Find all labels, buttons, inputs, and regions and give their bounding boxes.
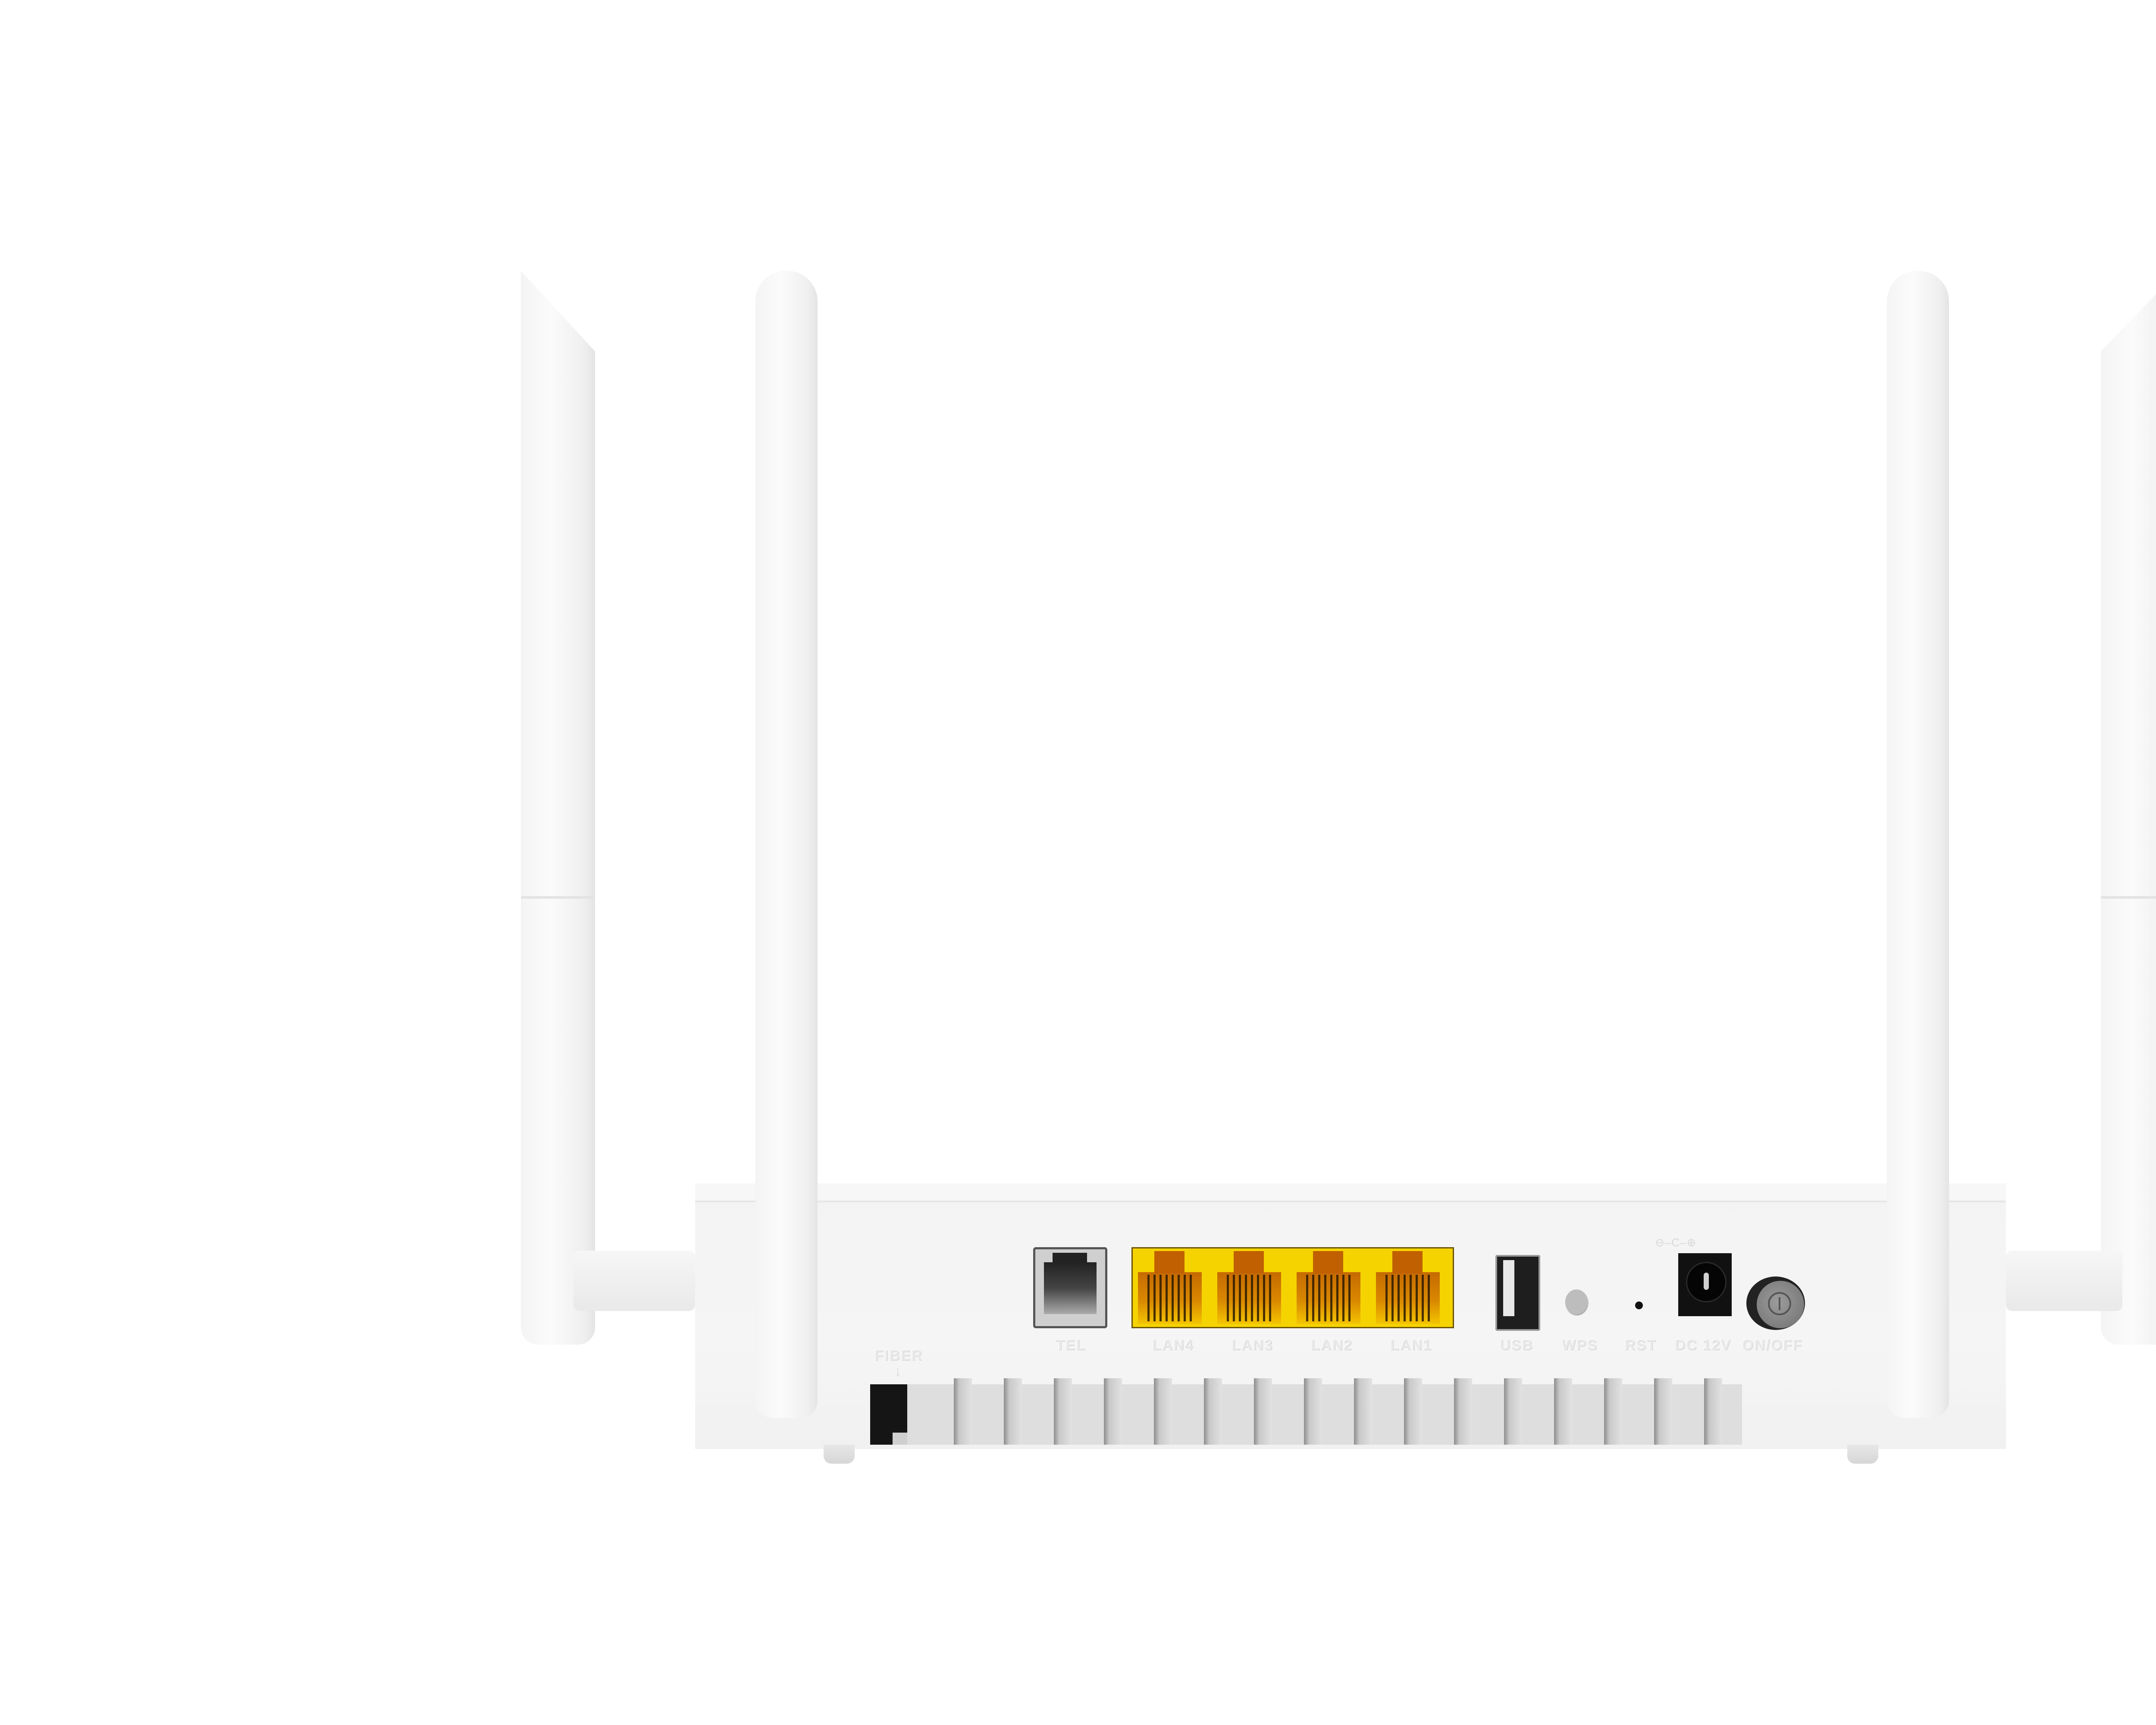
fiber-label: FIBER <box>874 1347 923 1364</box>
usb-tongue <box>1503 1260 1514 1316</box>
antenna-hinge-left <box>573 1251 695 1311</box>
vent-slot <box>1354 1378 1372 1445</box>
lan3-port[interactable] <box>1217 1272 1281 1324</box>
vent-slot <box>1404 1378 1422 1445</box>
vent-slot <box>1454 1378 1472 1445</box>
usb-label: USB <box>1500 1337 1533 1353</box>
power-switch[interactable] <box>1746 1276 1805 1330</box>
rst-label: RST <box>1625 1337 1657 1353</box>
lan2-pins <box>1306 1275 1351 1321</box>
lan1-label: LAN1 <box>1390 1337 1432 1353</box>
vent-slot <box>954 1378 972 1445</box>
antenna-outer-right <box>2101 271 2156 1345</box>
fiber-port[interactable] <box>870 1384 907 1445</box>
vent-slot <box>1204 1378 1222 1445</box>
tel-label: TEL <box>1056 1337 1086 1353</box>
vent-slot <box>1104 1378 1122 1445</box>
dc-power-jack[interactable] <box>1678 1253 1732 1316</box>
usb-port[interactable] <box>1495 1255 1540 1331</box>
lan-port-block <box>1131 1247 1454 1328</box>
vent-slot <box>1504 1378 1522 1445</box>
antenna-inner-left-base <box>755 1183 818 1418</box>
lan4-label: LAN4 <box>1152 1337 1194 1353</box>
vent-slot <box>1704 1378 1722 1445</box>
vent-slot <box>1154 1378 1172 1445</box>
fiber-arrow-icon: ↓ <box>893 1363 902 1379</box>
lan1-pins <box>1385 1275 1430 1321</box>
tel-port[interactable] <box>1033 1247 1107 1328</box>
dc-jack-hole <box>1686 1262 1727 1302</box>
tel-port-contacts <box>1044 1262 1097 1314</box>
lan2-notch <box>1313 1251 1343 1273</box>
lan3-pins <box>1227 1275 1272 1321</box>
power-switch-button <box>1757 1281 1804 1328</box>
vent-slot <box>1604 1378 1622 1445</box>
wps-label: WPS <box>1562 1337 1598 1353</box>
polarity-icon: ⊖–C–⊕ <box>1655 1236 1697 1249</box>
lan3-notch <box>1234 1251 1264 1273</box>
lan2-port[interactable] <box>1297 1272 1360 1324</box>
router-top-edge <box>695 1183 2006 1202</box>
vent-slot <box>1054 1378 1072 1445</box>
onoff-label: ON/OFF <box>1742 1337 1803 1353</box>
lan2-label: LAN2 <box>1311 1337 1353 1353</box>
foot-left <box>824 1445 855 1464</box>
vent-slot <box>1304 1378 1322 1445</box>
lan3-label: LAN3 <box>1232 1337 1273 1353</box>
antenna-hinge-right <box>2006 1251 2122 1311</box>
lan1-port[interactable] <box>1376 1272 1440 1324</box>
antenna-outer-left <box>521 271 595 1345</box>
lan4-port[interactable] <box>1138 1272 1202 1324</box>
vent-slot <box>1254 1378 1272 1445</box>
vent-slot <box>1654 1378 1672 1445</box>
lan4-notch <box>1154 1251 1185 1273</box>
antenna-inner-right-base <box>1887 1183 1949 1418</box>
vent-slot <box>1554 1378 1572 1445</box>
vent-slot <box>1004 1378 1022 1445</box>
dc-jack-pin <box>1704 1273 1709 1290</box>
lan1-notch <box>1392 1251 1423 1273</box>
power-icon <box>1768 1292 1791 1315</box>
wps-button[interactable] <box>1565 1289 1588 1314</box>
dc-label: DC 12V <box>1675 1337 1732 1353</box>
foot-right <box>1847 1445 1878 1464</box>
lan4-pins <box>1147 1275 1192 1321</box>
reset-pinhole[interactable] <box>1635 1302 1643 1309</box>
